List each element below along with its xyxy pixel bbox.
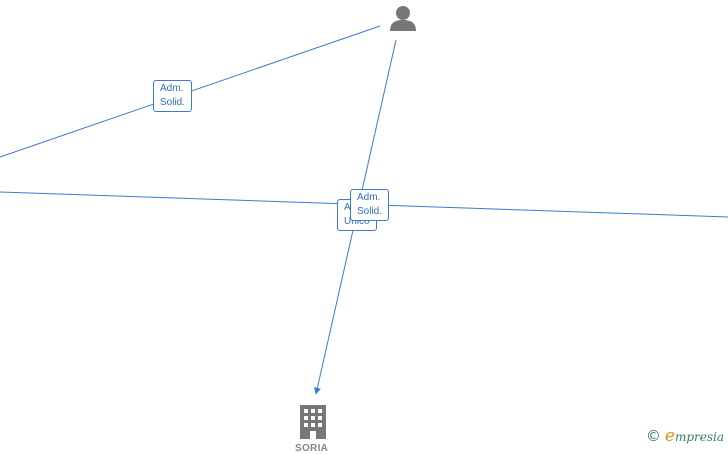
person-icon[interactable]	[390, 6, 416, 31]
brand-logo-initial: e	[664, 426, 675, 446]
edge-label-line2: Solid.	[160, 97, 186, 108]
brand-logo: empresia	[665, 426, 724, 446]
company-node-label[interactable]: SORIA	[295, 443, 329, 454]
edge-label-line2: Unico	[344, 216, 370, 227]
edge-label-line1: Adm.	[160, 83, 184, 94]
brand-logo-text: mpresia	[674, 430, 724, 444]
empresia-watermark: © empresia	[646, 426, 724, 446]
edge-label-line1: Adm.	[357, 192, 381, 203]
edge-label-adm-solid-2[interactable]: Adm. Solid.	[350, 189, 390, 221]
edge-label-line2: Solid.	[357, 206, 383, 217]
edge-label-adm-solid-1[interactable]: Adm. Solid.	[153, 80, 193, 112]
copyright-symbol: ©	[645, 427, 661, 445]
building-icon[interactable]	[300, 405, 326, 439]
